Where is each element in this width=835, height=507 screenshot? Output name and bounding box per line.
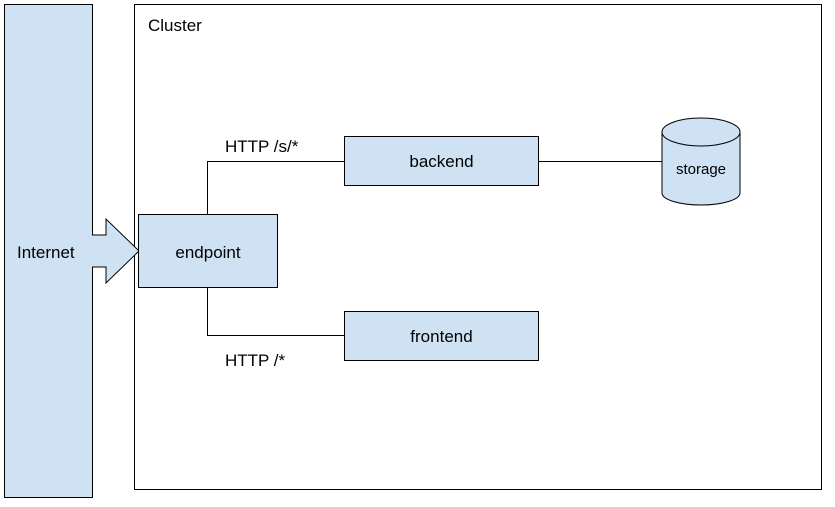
internet-block [4,4,93,498]
backend-label: backend [409,152,473,171]
frontend-label: frontend [410,327,472,346]
backend-route-label: HTTP /s/* [225,137,299,156]
internet-label: Internet [17,243,75,262]
frontend-route-label: HTTP /* [225,351,286,370]
endpoint-node [138,214,278,288]
arrow-joint-fill [91,235,94,267]
storage-node [661,117,741,206]
frontend-node [344,311,539,361]
storage-cylinder-top [661,117,741,147]
storage-cylinder-body [661,132,741,206]
endpoint-frontend-connector [207,287,345,336]
backend-node [344,136,539,186]
storage-label: storage [676,161,726,178]
endpoint-label: endpoint [175,243,241,262]
endpoint-backend-connector [207,161,345,214]
cluster-label: Cluster [148,16,202,35]
internet-to-endpoint-arrow [92,217,140,285]
